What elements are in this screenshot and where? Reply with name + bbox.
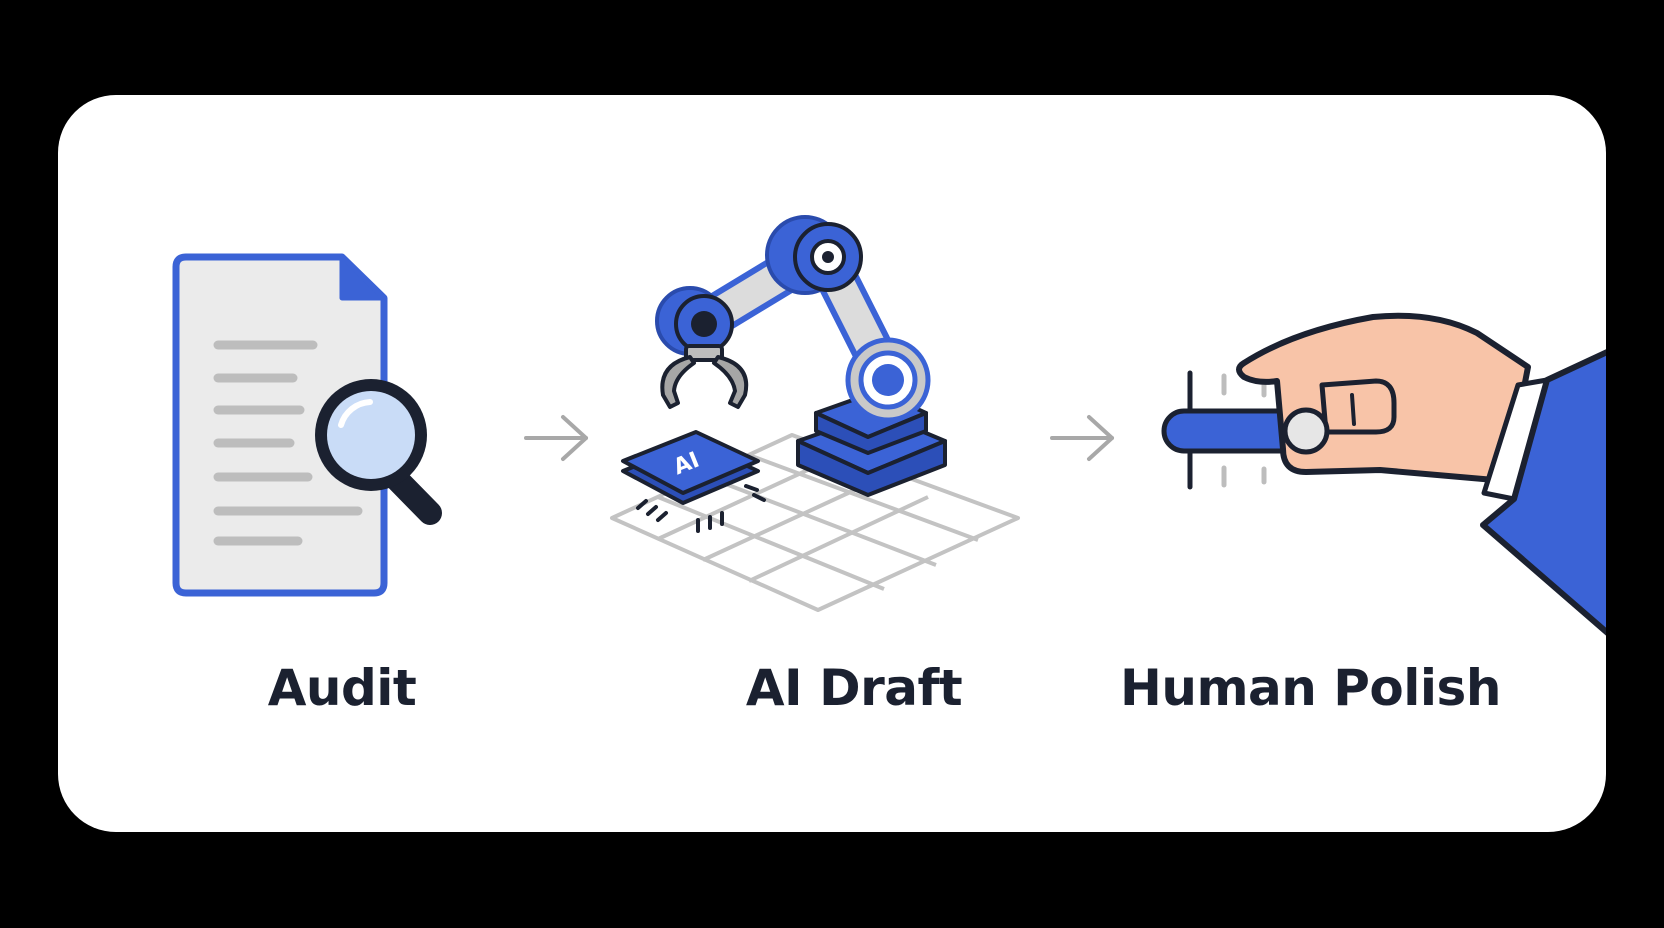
process-illustration: AI — [172, 215, 1606, 636]
robot-arm-icon: AI — [610, 215, 1020, 612]
process-card: AI — [58, 95, 1606, 832]
step-label-audit: Audit — [267, 659, 417, 717]
step-label-ai-draft: AI Draft — [745, 659, 963, 717]
arrow-right-icon — [1050, 415, 1114, 461]
step-label-human-polish: Human Polish — [1120, 659, 1501, 717]
document-magnifier-icon — [172, 253, 442, 597]
arrow-right-icon — [524, 415, 588, 461]
hand-slider-icon — [1161, 312, 1606, 636]
